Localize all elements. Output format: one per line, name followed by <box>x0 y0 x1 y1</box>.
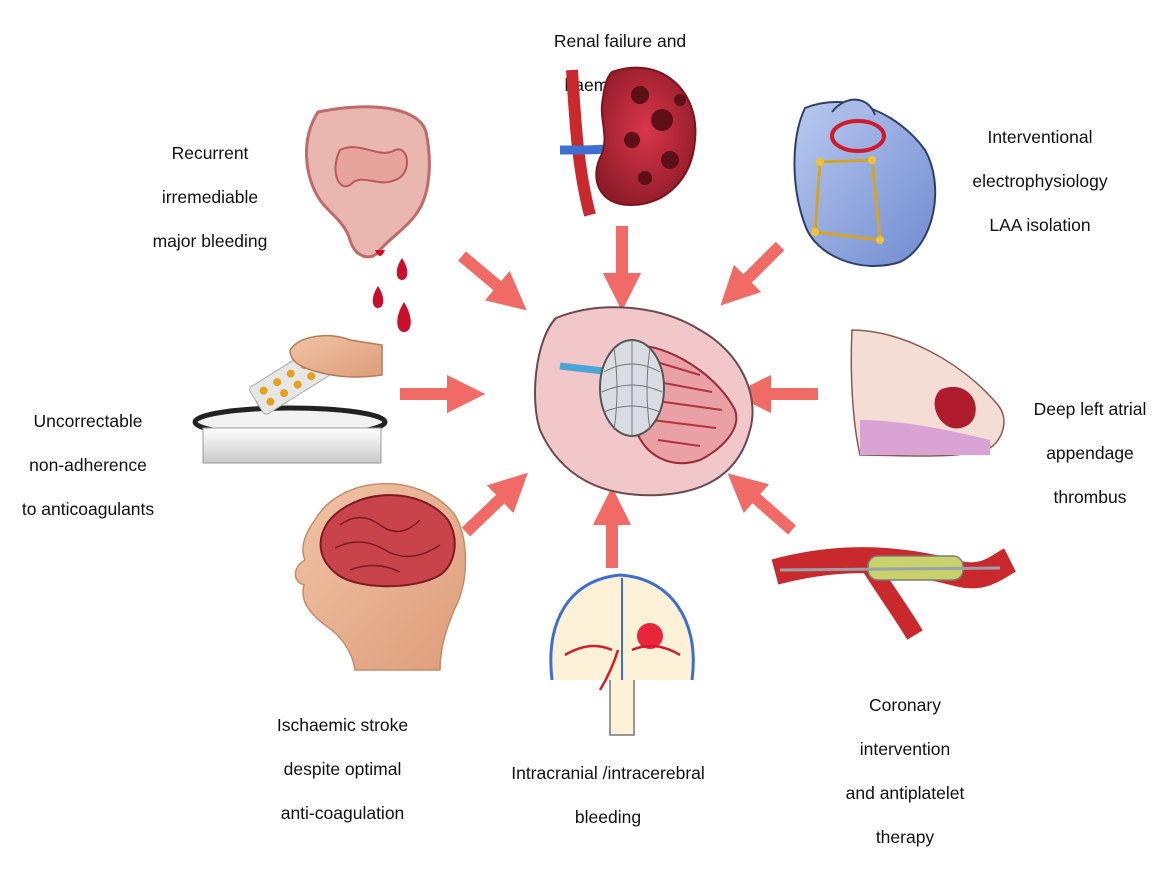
colon <box>306 107 429 257</box>
artery <box>572 70 590 215</box>
atrium-electrophysiology-illustration <box>794 100 935 266</box>
label-line: and antiplatelet <box>825 782 985 804</box>
intestine-illustration <box>306 107 429 332</box>
arrow-from-coronary <box>742 486 792 530</box>
diagram-canvas <box>0 0 1171 784</box>
guidewire <box>780 568 1000 570</box>
label-line: anti-coagulation <box>255 802 430 824</box>
laa-occluder-illustration <box>535 307 753 495</box>
kidney-illustration <box>560 68 695 215</box>
small-bowel <box>335 147 407 186</box>
arrow-from-bleeding <box>462 256 512 298</box>
label-line: bleeding <box>488 806 728 828</box>
label-line: therapy <box>825 826 985 848</box>
arrow-from-electrophysiology <box>734 246 780 292</box>
arrow-from-stroke <box>466 486 514 532</box>
laa-thrombus-illustration <box>851 330 1004 456</box>
blood-drops <box>373 258 411 332</box>
tub-base <box>203 428 381 463</box>
haemorrhage <box>637 623 663 649</box>
brainstem <box>610 680 634 735</box>
non-adherence-illustration <box>195 336 385 463</box>
stroke-brain-illustration <box>295 484 465 670</box>
atrium-body <box>794 102 935 266</box>
coronary-stent-illustration <box>775 556 1010 635</box>
intracranial-bleed-illustration <box>551 575 693 735</box>
